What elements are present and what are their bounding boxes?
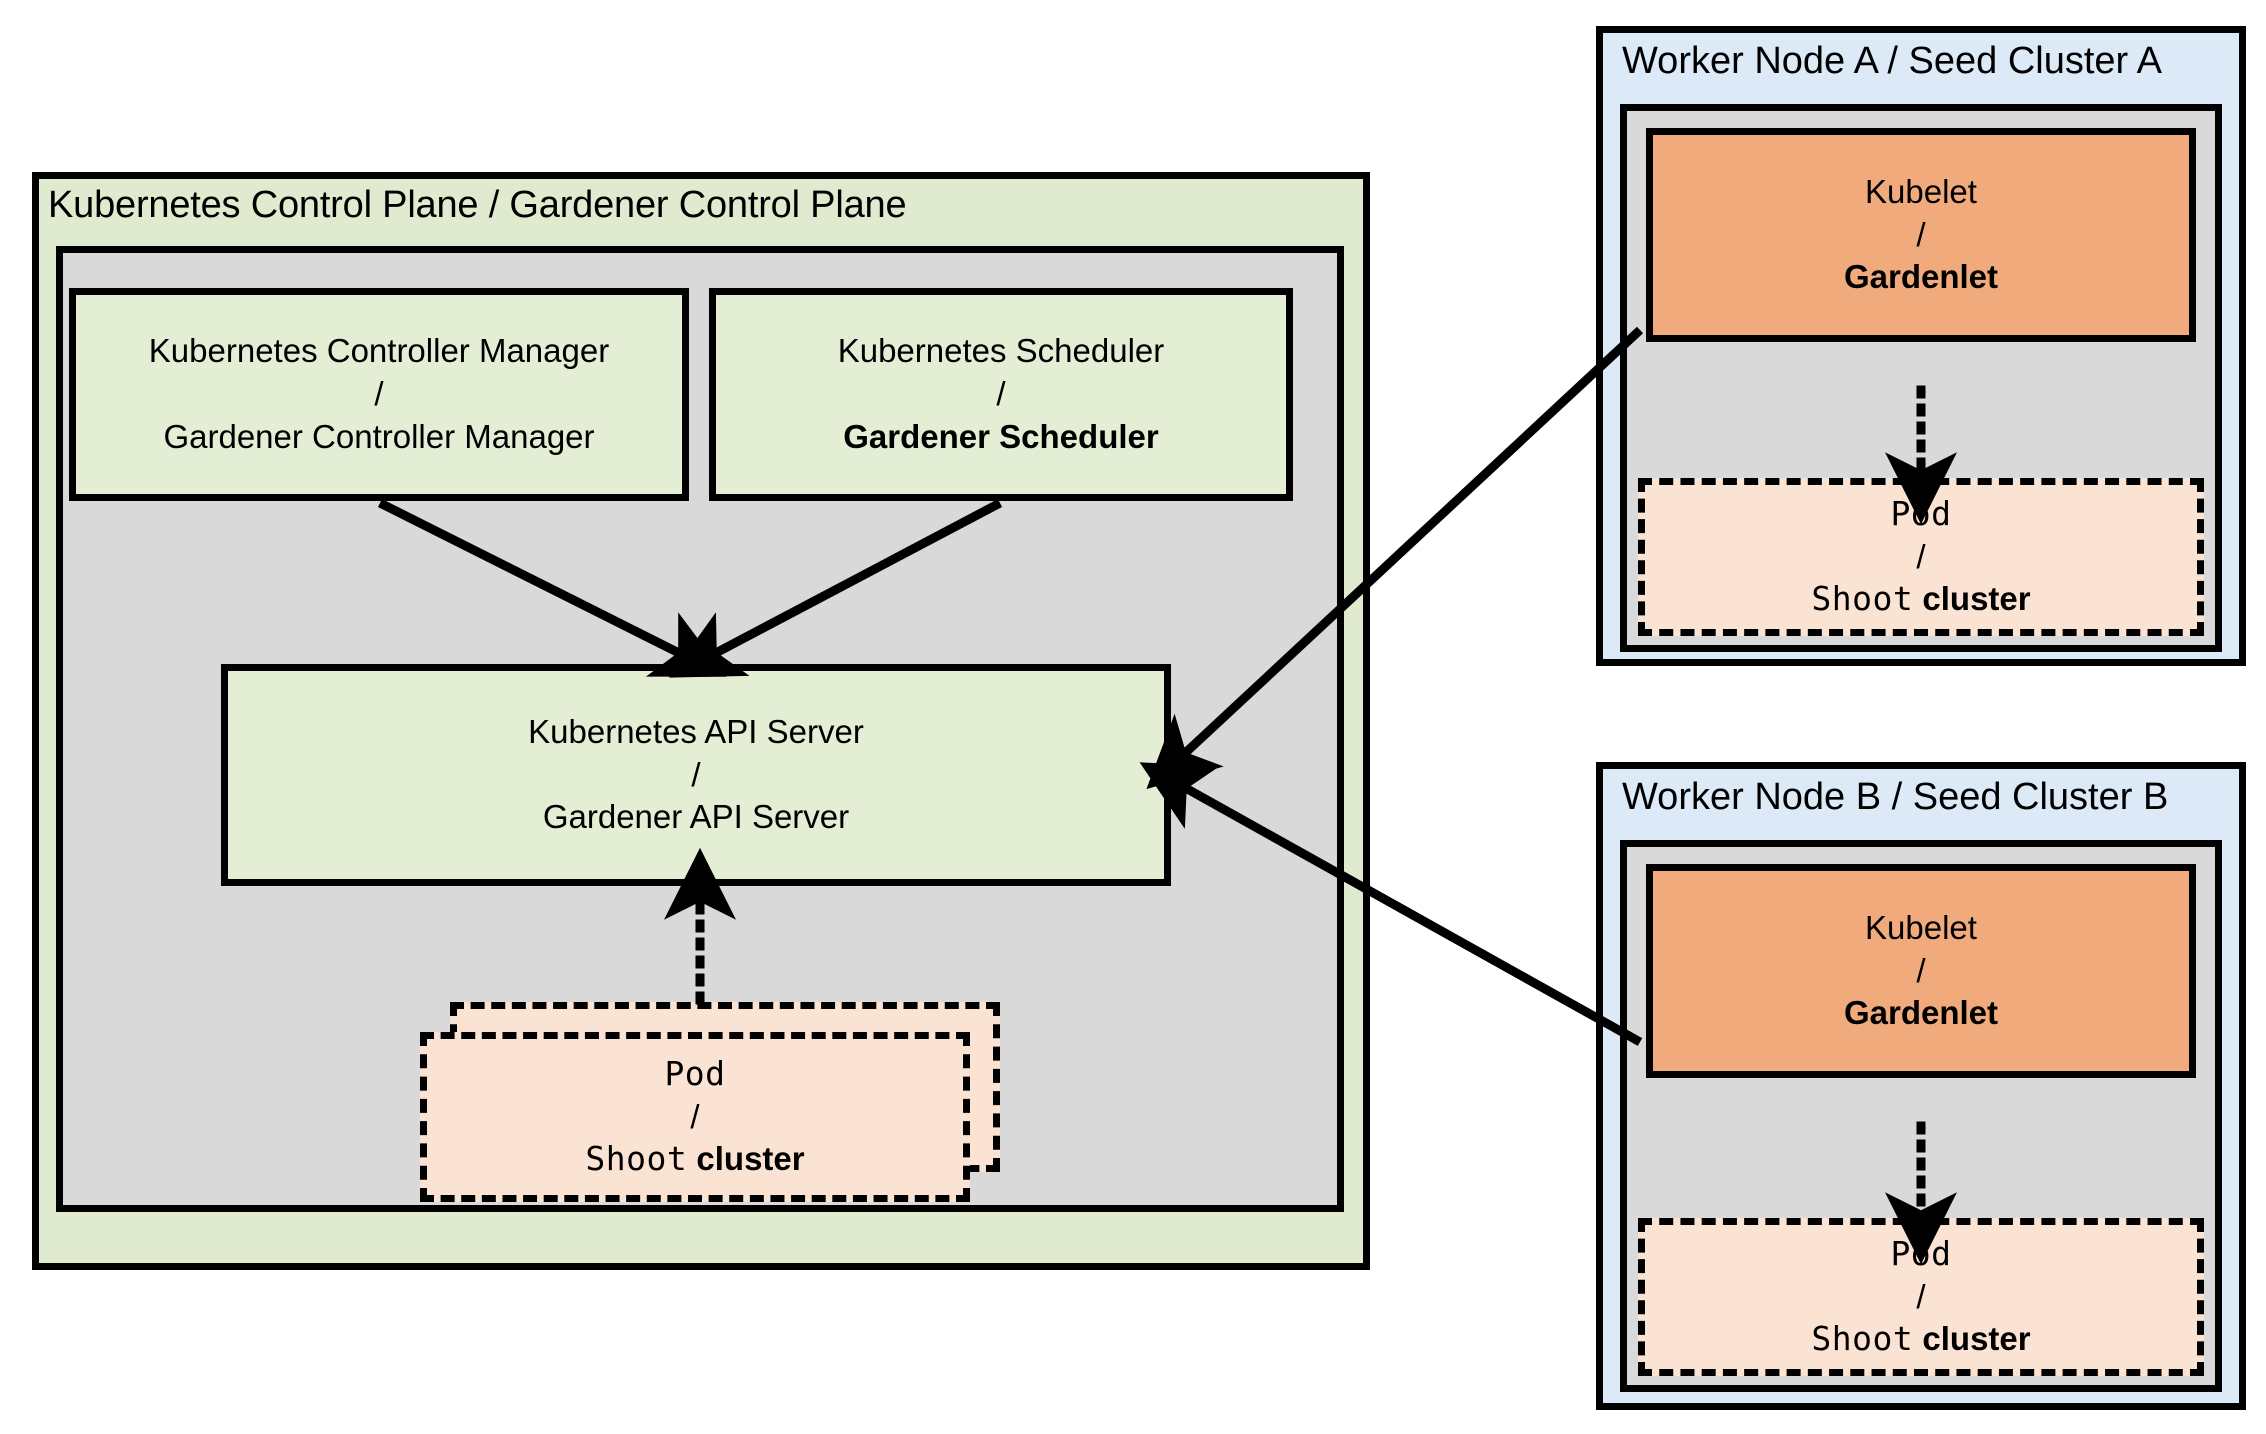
worker-node-a-kubelet-box[interactable]: Kubelet / Gardenlet	[1646, 128, 2196, 342]
worker-node-b-pod-box[interactable]: Pod / Shoot cluster	[1638, 1218, 2204, 1376]
control-plane-title: Kubernetes Control Plane / Gardener Cont…	[48, 184, 907, 226]
api-server-line2: Gardener API Server	[542, 798, 850, 836]
scheduler-line2: Gardener Scheduler	[843, 417, 1159, 455]
worker-node-a-pod-line2: Shoot cluster	[1811, 578, 2030, 621]
controller-manager-divider: /	[374, 375, 384, 413]
controller-manager-box[interactable]: Kubernetes Controller Manager / Gardener…	[69, 288, 689, 501]
control-plane-pod-line1: Pod	[664, 1053, 726, 1093]
controller-manager-line1: Kubernetes Controller Manager	[148, 332, 610, 370]
control-plane-pod-divider: /	[690, 1097, 700, 1135]
worker-node-a-kubelet-line1: Kubelet	[1865, 172, 1977, 210]
api-server-box[interactable]: Kubernetes API Server / Gardener API Ser…	[221, 664, 1171, 886]
worker-node-a-kubelet-divider: /	[1916, 215, 1926, 253]
api-server-line1: Kubernetes API Server	[528, 712, 864, 750]
control-plane-pod[interactable]: Pod / Shoot cluster	[420, 1002, 1000, 1202]
worker-node-a-pod-line1: Pod	[1890, 493, 1952, 533]
worker-node-a-pod-box[interactable]: Pod / Shoot cluster	[1638, 478, 2204, 636]
worker-node-b-pod-divider: /	[1916, 1277, 1926, 1315]
worker-node-a-gardenlet: Gardenlet	[1843, 258, 1999, 296]
api-server-divider: /	[691, 755, 701, 793]
control-plane-pod-cluster: cluster	[696, 1140, 805, 1178]
worker-node-b-kubelet-line1: Kubelet	[1865, 908, 1977, 946]
worker-node-b-gardenlet: Gardenlet	[1843, 994, 1999, 1032]
worker-node-b-pod-line2: Shoot cluster	[1811, 1318, 2030, 1361]
worker-node-a-pod-shoot: Shoot	[1811, 579, 1914, 619]
worker-node-b-title: Worker Node B / Seed Cluster B	[1622, 776, 2169, 818]
worker-node-b-kubelet-box[interactable]: Kubelet / Gardenlet	[1646, 864, 2196, 1078]
controller-manager-line2: Gardener Controller Manager	[163, 417, 595, 455]
control-plane-pod-front-sheet: Pod / Shoot cluster	[420, 1032, 970, 1202]
control-plane-pod-shoot: Shoot	[585, 1139, 688, 1179]
worker-node-a-title: Worker Node A / Seed Cluster A	[1622, 40, 2163, 82]
scheduler-box[interactable]: Kubernetes Scheduler / Gardener Schedule…	[709, 288, 1293, 501]
scheduler-line1: Kubernetes Scheduler	[837, 332, 1165, 370]
worker-node-b-pod-cluster: cluster	[1922, 1320, 2031, 1358]
control-plane-pod-line2: Shoot cluster	[585, 1138, 804, 1181]
worker-node-b-pod-line1: Pod	[1890, 1233, 1952, 1273]
worker-node-a-pod-cluster: cluster	[1922, 580, 2031, 618]
worker-node-b-pod-shoot: Shoot	[1811, 1319, 1914, 1359]
worker-node-a-pod-divider: /	[1916, 537, 1926, 575]
worker-node-b-kubelet-divider: /	[1916, 951, 1926, 989]
scheduler-divider: /	[996, 375, 1006, 413]
